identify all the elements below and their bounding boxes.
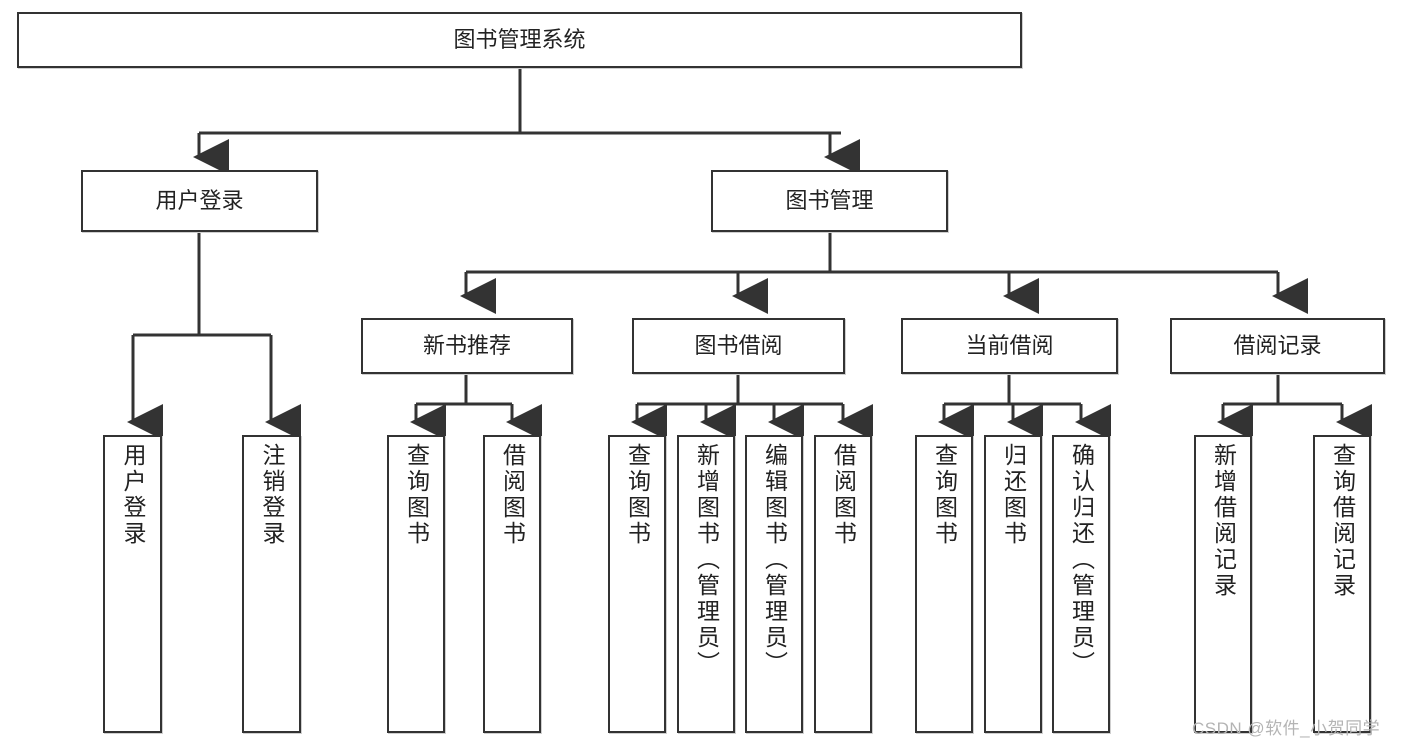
node-user-login-label: 用户登录 [155, 188, 244, 214]
leaf-book-borrow-lend-label: 借阅图书 [830, 443, 857, 547]
leaf-book-borrow-query[interactable]: 查询图书 [608, 435, 666, 733]
node-current-borrow[interactable]: 当前借阅 [901, 318, 1118, 374]
leaf-book-borrow-add-label: 新增图书（管理员） [693, 443, 720, 677]
node-book-borrow-label: 图书借阅 [694, 333, 783, 359]
leaf-book-borrow-edit-label: 编辑图书（管理员） [761, 443, 788, 677]
leaf-user-login-signout[interactable]: 注销登录 [242, 435, 301, 733]
leaf-user-login-signout-label: 注销登录 [259, 443, 285, 547]
leaf-current-borrow-query[interactable]: 查询图书 [915, 435, 973, 733]
node-borrow-record[interactable]: 借阅记录 [1170, 318, 1385, 374]
node-book-management[interactable]: 图书管理 [711, 170, 948, 232]
node-new-book-recommend-label: 新书推荐 [422, 333, 511, 359]
leaf-borrow-record-add-label: 新增借阅记录 [1210, 443, 1237, 599]
node-current-borrow-label: 当前借阅 [965, 333, 1054, 359]
leaf-borrow-record-query[interactable]: 查询借阅记录 [1313, 435, 1371, 733]
csdn-watermark: CSDN @软件_小贺同学 [1192, 719, 1381, 738]
leaf-user-login-signin[interactable]: 用户登录 [103, 435, 162, 733]
node-root-label: 图书管理系统 [453, 27, 586, 53]
leaf-new-book-query[interactable]: 查询图书 [387, 435, 445, 733]
node-user-login[interactable]: 用户登录 [81, 170, 318, 232]
leaf-book-borrow-query-label: 查询图书 [624, 443, 651, 547]
node-book-management-label: 图书管理 [785, 188, 874, 214]
leaf-current-borrow-confirm[interactable]: 确认归还（管理员） [1052, 435, 1110, 733]
leaf-current-borrow-return-label: 归还图书 [1000, 443, 1027, 547]
node-borrow-record-label: 借阅记录 [1233, 333, 1322, 359]
leaf-user-login-signin-label: 用户登录 [120, 443, 146, 547]
node-book-borrow[interactable]: 图书借阅 [632, 318, 845, 374]
leaf-current-borrow-confirm-label: 确认归还（管理员） [1068, 443, 1095, 677]
node-new-book-recommend[interactable]: 新书推荐 [361, 318, 573, 374]
leaf-book-borrow-add[interactable]: 新增图书（管理员） [677, 435, 735, 733]
leaf-book-borrow-lend[interactable]: 借阅图书 [814, 435, 872, 733]
leaf-current-borrow-return[interactable]: 归还图书 [984, 435, 1042, 733]
leaf-borrow-record-query-label: 查询借阅记录 [1329, 443, 1356, 599]
node-root[interactable]: 图书管理系统 [17, 12, 1022, 68]
leaf-book-borrow-edit[interactable]: 编辑图书（管理员） [745, 435, 803, 733]
leaf-new-book-borrow-label: 借阅图书 [499, 443, 526, 547]
leaf-new-book-borrow[interactable]: 借阅图书 [483, 435, 541, 733]
leaf-current-borrow-query-label: 查询图书 [931, 443, 958, 547]
leaf-borrow-record-add[interactable]: 新增借阅记录 [1194, 435, 1252, 733]
leaf-new-book-query-label: 查询图书 [403, 443, 430, 547]
